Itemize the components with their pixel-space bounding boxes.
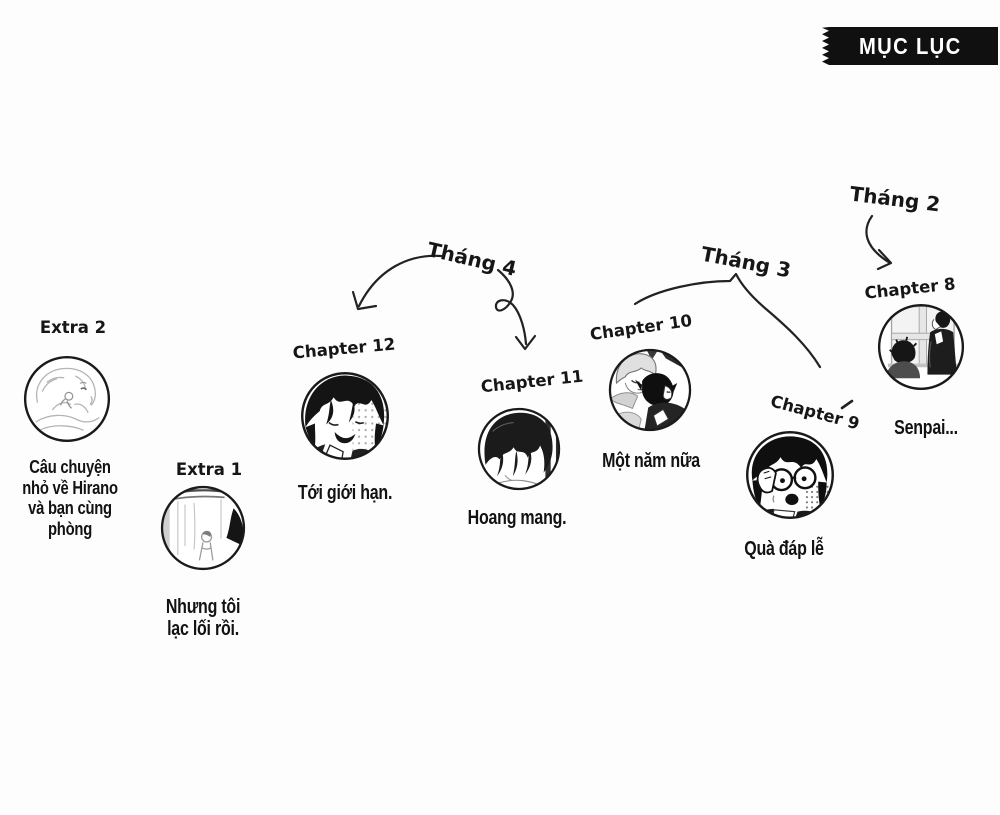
chapter-10-portrait [608, 348, 692, 432]
month-label-thang-4: Tháng 4 [425, 237, 519, 281]
label-chapter-11: Chapter 11 [479, 366, 585, 397]
arrow-thang4-to-ch12 [357, 254, 443, 308]
title-chapter-9: Quà đáp lễ [744, 538, 824, 560]
title-extra-1: Nhưng tôi lạc lối rồi. [165, 596, 241, 641]
extra-2-portrait [23, 355, 111, 443]
label-extra-1: Extra 1 [175, 460, 243, 479]
arrow-thang4-head [351, 290, 378, 311]
chapter-9-portrait [746, 431, 834, 519]
month-label-thang-3: Tháng 3 [699, 241, 793, 283]
squiggle-thang4-head [514, 334, 537, 351]
label-chapter-8: Chapter 8 [863, 274, 957, 303]
label-extra-2: Extra 2 [39, 318, 107, 337]
arrow-thang2-head [876, 248, 893, 271]
label-chapter-12: Chapter 12 [291, 334, 396, 363]
toc-ribbon-label: MỤC LỤC [858, 32, 962, 59]
title-extra-2: Câu chuyện nhỏ về Hirano và bạn cùng phò… [22, 456, 118, 540]
toc-ribbon: MỤC LỤC [822, 27, 998, 65]
title-chapter-10: Một năm nữa [602, 450, 700, 472]
month-label-thang-2: Tháng 2 [848, 181, 942, 217]
extra-1-portrait [160, 485, 246, 571]
chapter-11-portrait [477, 407, 561, 491]
title-chapter-11: Hoang mang. [467, 507, 567, 529]
title-chapter-8: Senpai... [894, 417, 958, 439]
chapter-12-portrait [301, 372, 389, 460]
chapter-8-portrait [877, 303, 965, 391]
label-chapter-10: Chapter 10 [588, 310, 694, 345]
chapter-9-tick-mark [840, 399, 854, 410]
arrow-thang2-to-ch8 [865, 214, 892, 265]
title-chapter-12: Tới giới hạn. [297, 482, 393, 504]
